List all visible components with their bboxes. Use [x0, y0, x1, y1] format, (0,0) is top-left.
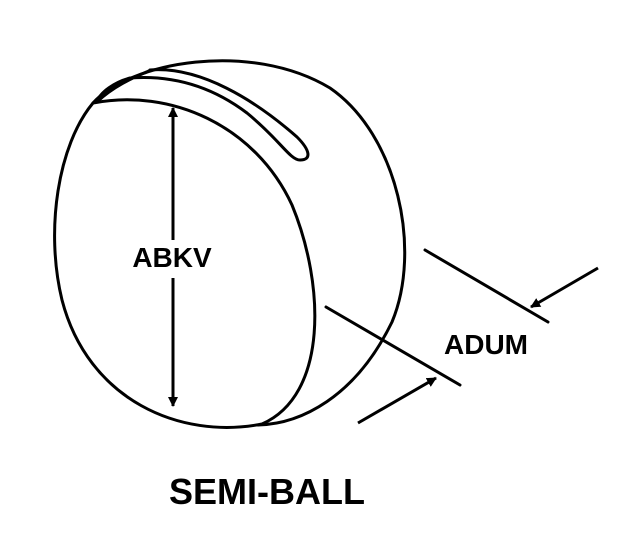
diameter-label: ABKV: [132, 240, 212, 276]
front-face: [53, 98, 317, 429]
slot: [95, 68, 310, 162]
depth-label: ADUM: [444, 329, 528, 360]
depth-arrow-left: [357, 376, 437, 425]
body-outline: [91, 59, 407, 427]
ext-line-left: [324, 305, 462, 387]
depth-arrow-right: [530, 266, 599, 309]
diagram-title: SEMI-BALL: [169, 471, 365, 512]
ext-line-right: [423, 248, 550, 324]
